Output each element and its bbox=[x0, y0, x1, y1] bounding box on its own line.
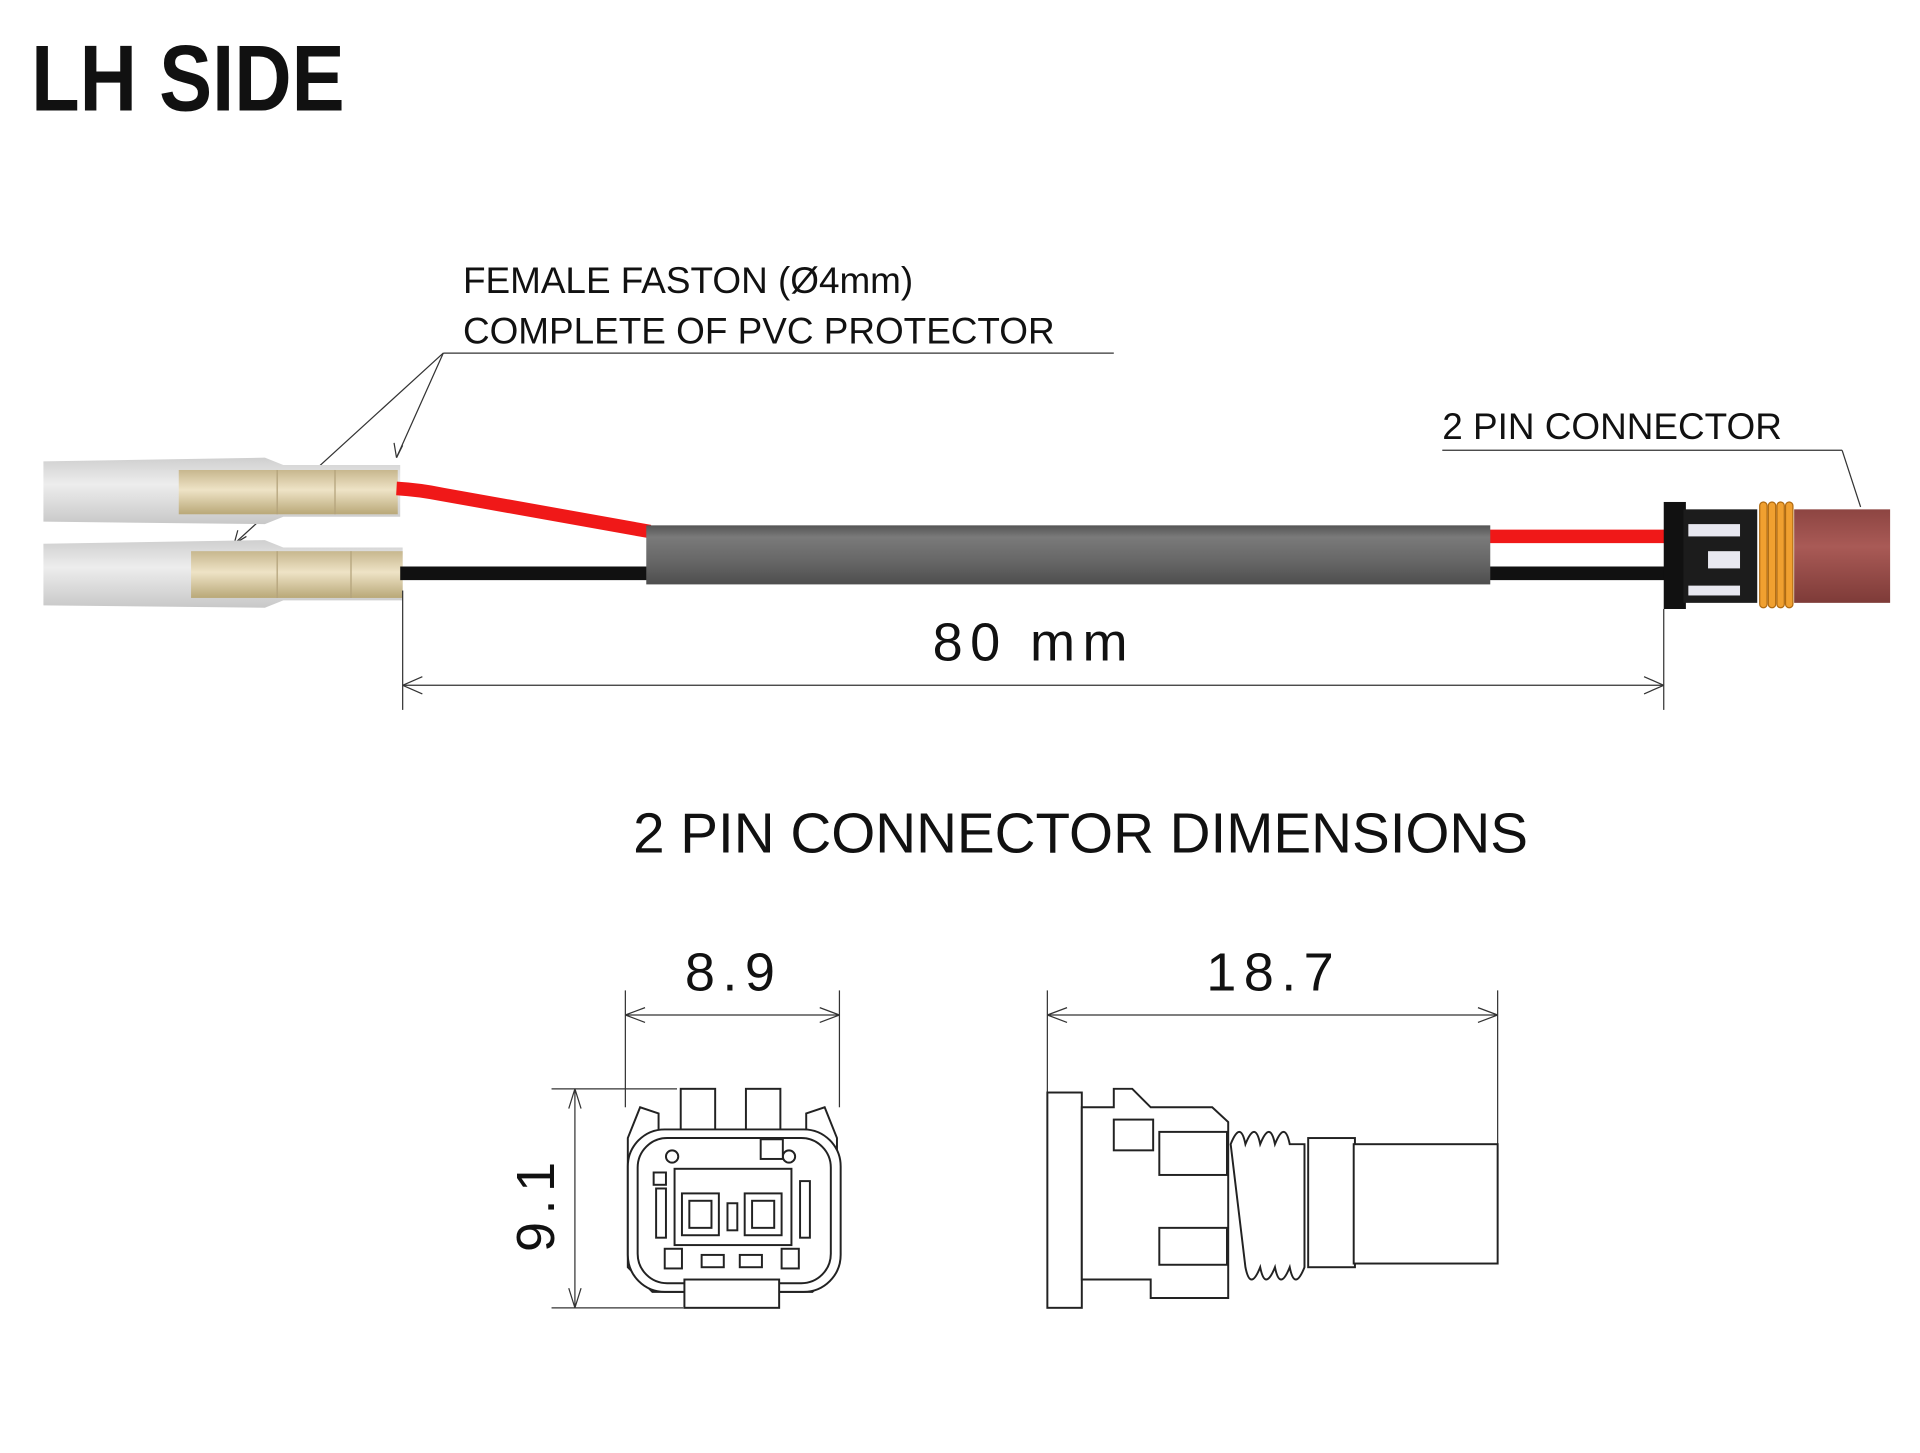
height-dimension-value: 9.1 bbox=[506, 1155, 566, 1252]
length-dimension: 80 mm bbox=[402, 590, 1665, 710]
connector-front-view bbox=[626, 1087, 842, 1309]
red-wire-left bbox=[396, 481, 652, 539]
pvc-sleeve bbox=[646, 525, 1491, 585]
connector-label: 2 PIN CONNECTOR bbox=[1442, 406, 1782, 447]
two-pin-connector bbox=[1663, 501, 1891, 610]
faston-label-line1: FEMALE FASTON (Ø4mm) bbox=[463, 260, 913, 301]
faston-terminal-top bbox=[43, 457, 401, 525]
faston-callout: FEMALE FASTON (Ø4mm) COMPLETE OF PVC PRO… bbox=[233, 260, 1114, 545]
connector-callout: 2 PIN CONNECTOR bbox=[1442, 406, 1862, 508]
connector-length-dimension: 18.7 bbox=[1046, 942, 1499, 1145]
faston-terminal-bottom bbox=[43, 540, 403, 608]
connector-length-value: 18.7 bbox=[1206, 942, 1341, 1002]
width-dimension: 8.9 bbox=[624, 942, 841, 1108]
dimensions-title: 2 PIN CONNECTOR DIMENSIONS bbox=[633, 802, 1528, 865]
width-dimension-value: 8.9 bbox=[685, 942, 782, 1002]
page-title: LH SIDE bbox=[31, 27, 344, 132]
connector-side-view bbox=[1046, 1087, 1499, 1309]
length-dimension-value: 80 mm bbox=[933, 613, 1135, 673]
faston-label-line2: COMPLETE OF PVC PROTECTOR bbox=[463, 310, 1055, 351]
height-dimension: 9.1 bbox=[506, 1088, 684, 1309]
